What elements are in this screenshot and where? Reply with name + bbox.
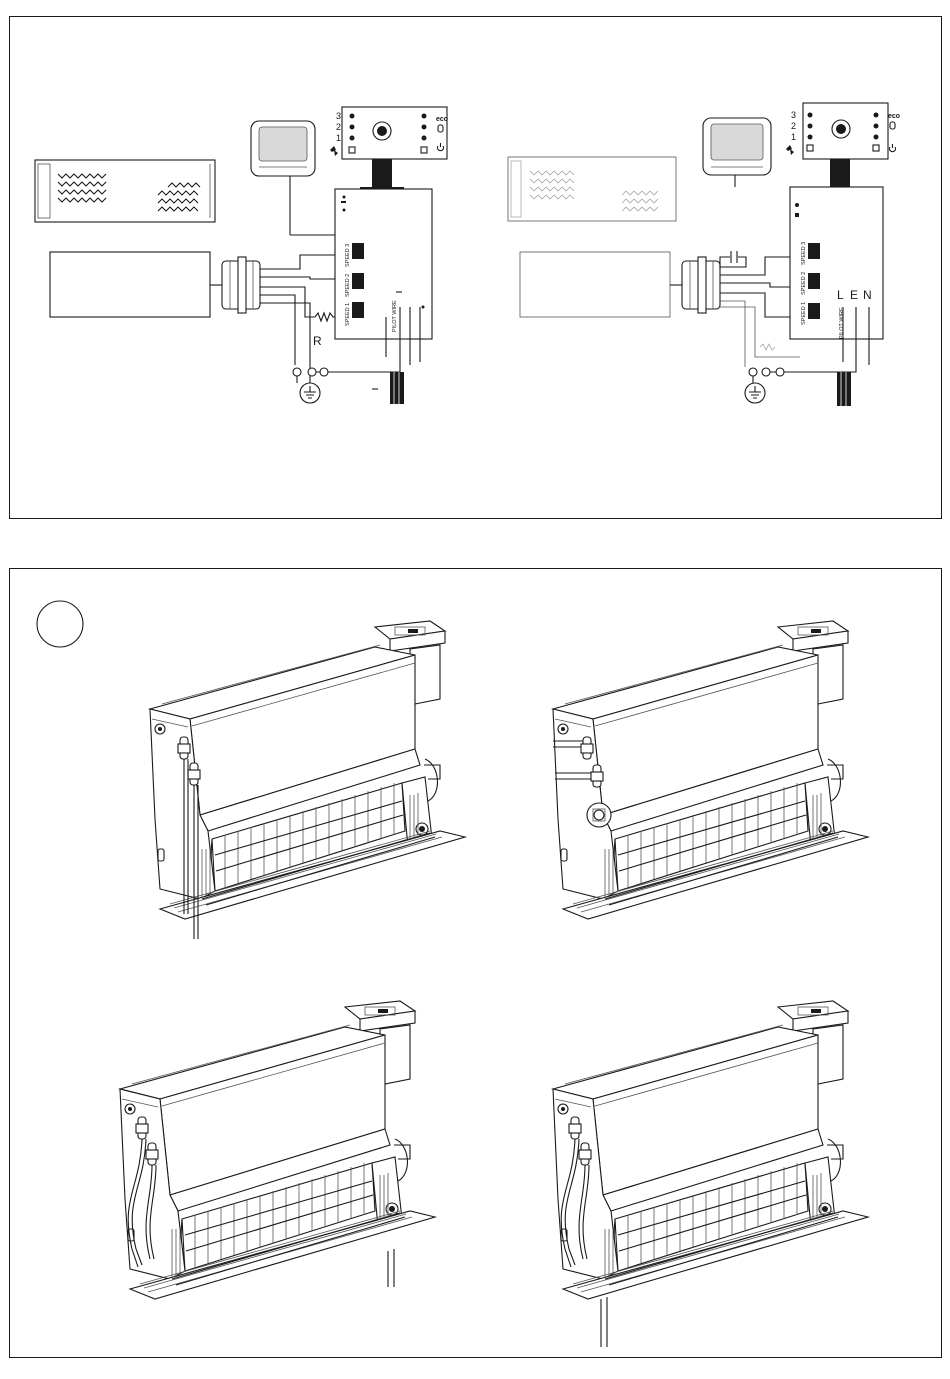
unit-view-pipes-side-valve [553, 621, 868, 919]
control-board-right: SPEED 3 SPEED 2 SPEED 1 PILOT WIRE L E N [790, 187, 883, 339]
fan-icon [330, 146, 338, 156]
thermostat-right [703, 118, 771, 187]
fan-icon [786, 145, 794, 155]
speed3-label: SPEED 3 [345, 244, 351, 267]
speed-number: 1 [336, 133, 341, 143]
motor-left [222, 257, 260, 313]
step-badge [37, 601, 83, 647]
ground-icon [300, 383, 320, 403]
hand-icon [890, 122, 895, 129]
wiring-diagram-left: R 3 2 1 [35, 107, 448, 404]
terminal-n-label: N [863, 288, 872, 302]
speed-number: 3 [336, 111, 341, 121]
terminal-e-label: E [850, 288, 858, 302]
unit-view-pipes-bottom-left [150, 621, 465, 939]
speed-number: 2 [336, 122, 341, 132]
heating-element-left [35, 160, 215, 222]
resistor-label: R [313, 334, 322, 348]
ground-icon [745, 383, 765, 403]
unit-view-curved-pipes-right-drain [120, 1001, 435, 1299]
speed-number: 3 [791, 110, 796, 120]
eco-label: eco [436, 116, 448, 123]
fan-coil-right [520, 252, 670, 317]
terminal-l-label: L [837, 288, 844, 302]
wiring-diagrams-svg: R 3 2 1 [10, 17, 943, 520]
speed-number: 2 [791, 121, 796, 131]
control-panel-left: 3 2 1 eco [330, 107, 448, 193]
installation-views-panel [9, 568, 942, 1358]
terminals-left [293, 368, 390, 403]
thermostat-left [251, 121, 335, 235]
speed1-label: SPEED 1 [345, 303, 351, 326]
speed1-label: SPEED 1 [801, 302, 807, 325]
power-icon [890, 144, 896, 152]
speed2-label: SPEED 2 [345, 274, 351, 297]
terminals-right [745, 368, 784, 403]
eco-label: eco [888, 113, 900, 120]
pilot-wire-label: PILOT WIRE [839, 307, 845, 339]
power-cable-right [837, 372, 851, 406]
speed2-label: SPEED 2 [801, 272, 807, 295]
unit-view-curved-pipes-left-drain [553, 1001, 868, 1347]
installation-views-svg [10, 569, 943, 1359]
control-panel-right: 3 2 1 eco [786, 103, 900, 193]
pilot-wire-label: PILOT WIRE [392, 300, 398, 332]
speed-number: 1 [791, 132, 796, 142]
wiring-diagram-right: 3 2 1 eco [508, 103, 900, 406]
speed3-label: SPEED 3 [801, 242, 807, 265]
motor-right [682, 257, 720, 313]
capacitor [720, 251, 746, 269]
fan-coil-left [50, 252, 210, 317]
wiring-diagrams-panel: R 3 2 1 [9, 16, 942, 519]
control-board-left: SPEED 3 SPEED 2 SPEED 1 PILOT WIRE [335, 189, 432, 339]
power-cable-left [372, 372, 404, 404]
heating-element-right [508, 157, 676, 221]
